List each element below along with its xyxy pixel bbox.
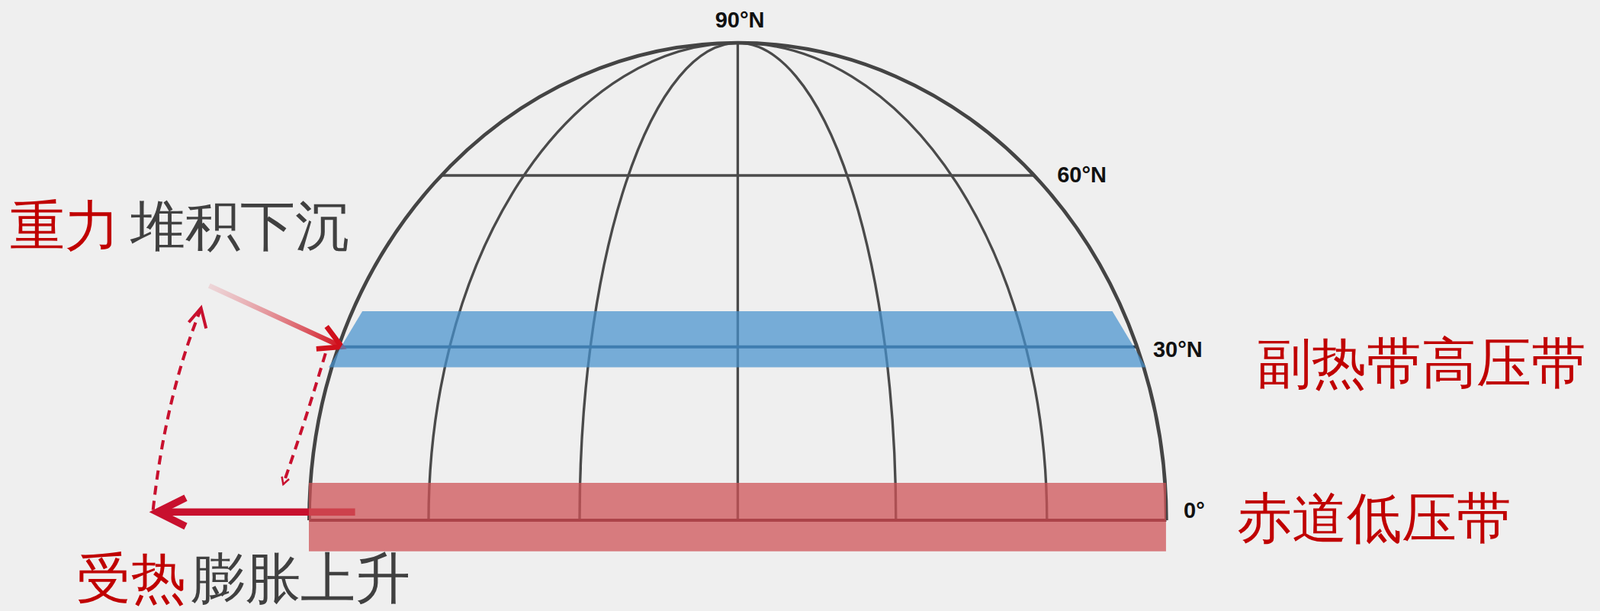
band-shape (308, 482, 1167, 552)
latitude-label: 60°N (1057, 163, 1107, 188)
rising-air-arrow (153, 311, 201, 511)
process-label: 重力 (9, 195, 120, 257)
band-label: 赤道低压带 (1236, 488, 1512, 549)
globe-outline (308, 42, 1167, 521)
sink-arrow-head (316, 326, 342, 349)
rise-arrow-head (157, 497, 186, 527)
meridian (737, 42, 1047, 521)
process-label: 堆积下沉 (130, 195, 351, 257)
meridian (428, 42, 738, 521)
process-label: 受热 (76, 548, 187, 609)
latitude-label: 0° (1183, 498, 1205, 524)
meridian (737, 42, 896, 521)
latitude-line (440, 173, 1035, 177)
band-fill (308, 482, 1167, 552)
process-label: 膨胀上升 (190, 548, 411, 609)
sinking-air-arrow (282, 353, 325, 485)
low-pressure-band: 赤道低压带 (308, 482, 1167, 552)
sink-arrow (208, 285, 340, 346)
latitude-label: 90°N (715, 8, 765, 33)
latitude-label: 30°N (1153, 337, 1203, 363)
high-pressure-band: 副热带高压带 (328, 311, 1147, 368)
rising-air-head (189, 308, 207, 329)
meridian (736, 42, 739, 521)
band-fill (328, 311, 1147, 368)
band-shape (328, 311, 1147, 368)
band-label: 副热带高压带 (1256, 333, 1587, 394)
meridian (579, 42, 738, 521)
